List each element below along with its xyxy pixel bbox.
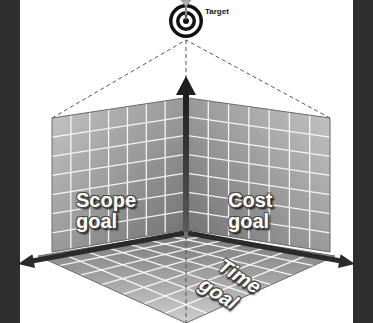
grid-lines (59, 235, 314, 313)
grid-line (127, 107, 128, 240)
grid-line (188, 155, 330, 176)
grid-panel (52, 98, 184, 252)
panel-fill (38, 232, 335, 323)
target-ring (183, 18, 189, 24)
grid-line (70, 115, 71, 249)
cost-wall: Cost goal (188, 98, 330, 252)
up-axis-arrow (176, 76, 196, 232)
target-ring (180, 15, 193, 28)
white-panel (20, 0, 353, 323)
panel-outline (38, 232, 335, 323)
grid-line (52, 211, 184, 233)
dart (181, 0, 191, 21)
grid-line (188, 136, 330, 157)
scope-wall: Scope goal (52, 98, 184, 252)
grid-lines (188, 101, 330, 249)
center-dashed-line (186, 40, 187, 323)
dashed-guide-line (186, 40, 330, 118)
time-floor: Time goal (38, 232, 335, 323)
panel-fill (188, 98, 330, 252)
grid-line (188, 117, 330, 137)
grid-lines (52, 101, 184, 249)
panel-outline (188, 98, 330, 252)
grid-line (309, 115, 310, 249)
target-node: Target (166, 2, 236, 40)
grid-line (164, 101, 165, 233)
grid-line (52, 136, 184, 157)
target-ring (169, 4, 203, 38)
target-ring (176, 11, 196, 31)
grid-line (289, 112, 290, 245)
target-ring (173, 8, 200, 35)
time-axis-right (188, 233, 355, 268)
panel-outline (52, 98, 184, 252)
grid-line (146, 104, 147, 237)
target-label: Target (205, 8, 229, 16)
time-axis-left (18, 233, 184, 268)
grid-line (52, 155, 184, 176)
dashed-guide-line (52, 40, 186, 118)
wall-label: Scope goal (76, 190, 146, 232)
grid-line (52, 117, 184, 137)
grid-panel (38, 232, 335, 323)
wall-label: Cost goal (228, 190, 298, 232)
panel-fill (52, 98, 184, 252)
grid-line (208, 101, 209, 233)
